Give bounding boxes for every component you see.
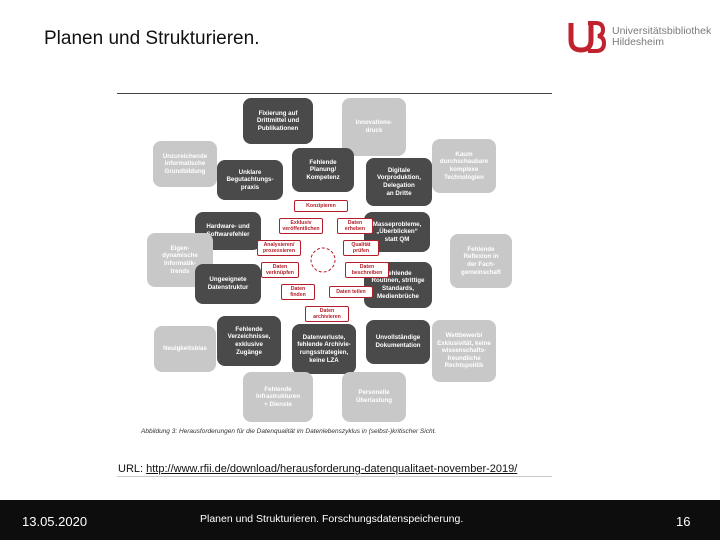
cycle-daten-beschreiben: Daten beschreiben	[345, 262, 389, 278]
box-unvollstaendige-dokumentation: Unvollständige Dokumentation	[366, 320, 430, 364]
cycle-daten-erheben: Daten erheben	[337, 218, 373, 234]
slide-title: Planen und Strukturieren.	[44, 28, 260, 49]
lifecycle-circle-icon	[310, 247, 336, 273]
source-url-line: URL: http://www.rfii.de/download/herausf…	[118, 463, 517, 475]
url-prefix: URL:	[118, 463, 144, 475]
box-ungeeignete-datenstruktur: Ungeeignete Datenstruktur	[195, 264, 261, 304]
box-fehlende-infrastrukturen: Fehlende Infrastrukturen + Dienste	[243, 372, 313, 422]
cycle-veroeffentlichen: Exklusiv veröffentlichen	[279, 218, 323, 234]
box-neuigkeitsbias: Neuigkeitsbias	[154, 326, 216, 372]
logo-line-1: Universitätsbibliothek	[612, 25, 712, 37]
cycle-qualitaet-pruefen: Qualität prüfen	[343, 240, 379, 256]
cycle-analysieren: Analysieren/ prozessieren	[257, 240, 301, 256]
box-fixierung: Fixierung auf Drittmittel und Publikatio…	[243, 98, 313, 144]
box-informatische-grundbildung: Unzureichende informatische Grundbildung	[153, 141, 217, 187]
university-library-logo: Universitätsbibliothek Hildesheim	[568, 20, 716, 54]
box-hardware-softwarefehler: Hardware- und Softwarefehler	[195, 212, 261, 250]
url-underline-rule	[117, 476, 552, 477]
ub-logo-icon	[568, 21, 606, 53]
footer-title: Planen und Strukturieren. Forschungsdate…	[200, 513, 464, 525]
footer-page-number: 16	[676, 514, 691, 529]
data-quality-figure: Fixierung auf Drittmittel und Publikatio…	[117, 94, 552, 438]
cycle-konzipieren: Konzipieren	[294, 200, 348, 212]
box-datenverluste: Datenverluste, fehlende Archivie- rungss…	[292, 324, 356, 374]
box-fehlende-verzeichnisse: Fehlende Verzeichnisse, exklusive Zugäng…	[217, 316, 281, 366]
figure-caption: Abbildung 3: Herausforderungen für die D…	[141, 428, 437, 435]
footer-date: 13.05.2020	[22, 514, 88, 529]
box-fehlende-reflexion: Fehlende Reflexion in der Fach- gemeinsc…	[450, 234, 512, 288]
slide-footer: 13.05.2020 Planen und Strukturieren. For…	[0, 500, 720, 540]
cycle-daten-finden: Daten finden	[281, 284, 315, 300]
box-digitale-vorproduktion: Digitale Vorproduktion, Delegation an Dr…	[366, 158, 432, 206]
logo-line-2: Hildesheim	[612, 36, 664, 48]
box-fehlende-planung: Fehlende Planung/ Kompetenz	[292, 148, 354, 192]
box-begutachtungspraxis: Unklare Begutachtungs- praxis	[217, 160, 283, 200]
figure-top-rule	[117, 93, 552, 94]
cycle-daten-verknuepfen: Daten verknüpfen	[261, 262, 299, 278]
cycle-daten-archivieren: Daten archivieren	[305, 306, 349, 322]
box-innovationsdruck: Innovations- druck	[342, 98, 406, 156]
box-komplexe-technologien: Kaum durchschaubare komplexe Technologie…	[432, 139, 496, 193]
cycle-daten-teilen: Daten teilen	[329, 286, 373, 298]
source-url-link[interactable]: http://www.rfii.de/download/herausforder…	[146, 463, 518, 475]
box-personelle-ueberlastung: Personelle Überlastung	[342, 372, 406, 422]
box-wettbewerb-exklusivitaet: Wettbewerb/ Exklusivität, keine wissensc…	[432, 320, 496, 382]
